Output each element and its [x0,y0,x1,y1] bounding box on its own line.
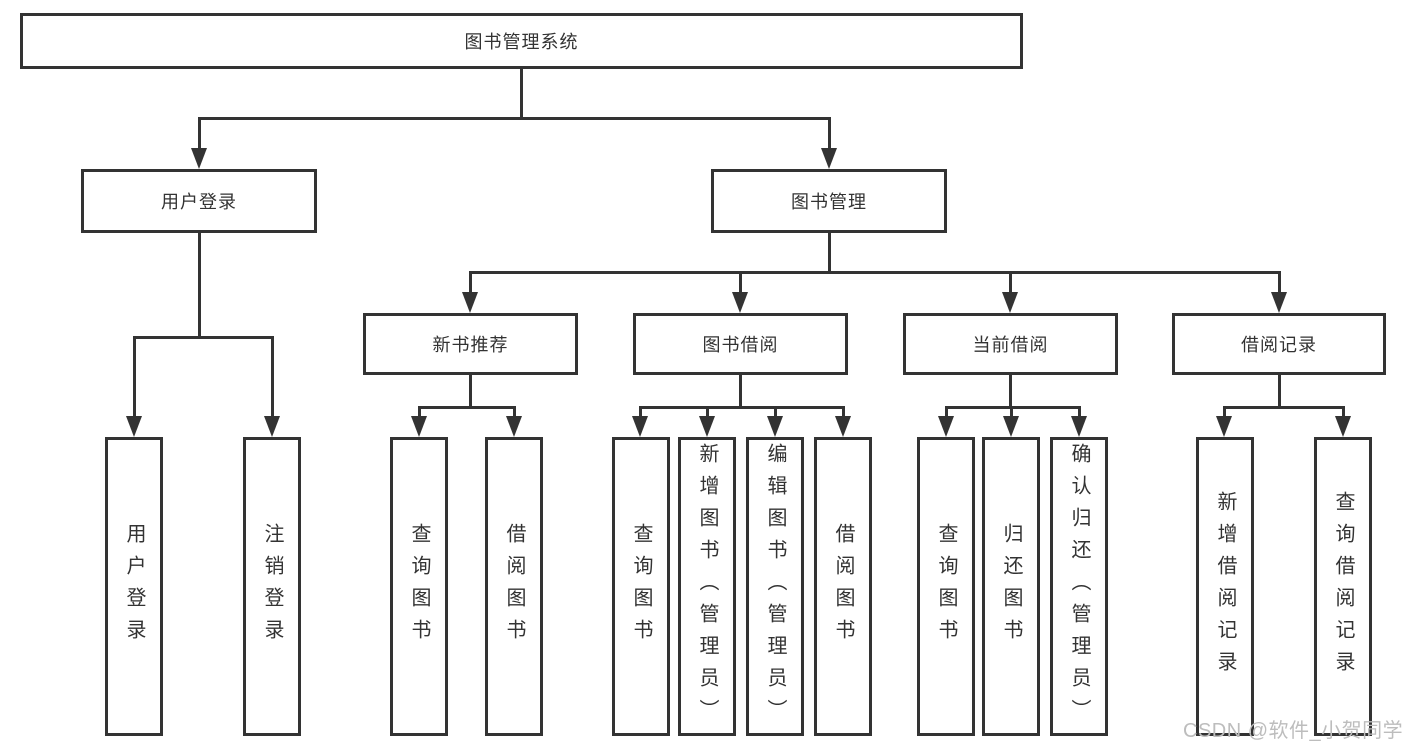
connector-line [739,271,742,292]
connector-line [1078,406,1081,416]
arrowhead-down-icon [126,416,142,437]
leaf-label: 查询图书 [408,522,430,651]
connector-line [198,117,201,148]
leaf-label: 查询图书 [630,522,652,651]
arrowhead-down-icon [264,416,280,437]
arrowhead-down-icon [632,416,648,437]
connector-line [639,406,642,416]
arrowhead-down-icon [1335,416,1351,437]
arrowhead-down-icon [1002,292,1018,313]
arrowhead-down-icon [767,416,783,437]
leaf-label: 用户登录 [123,522,145,651]
arrowhead-down-icon [411,416,427,437]
arrowhead-down-icon [1271,292,1287,313]
leaf-borrow-books-recommend: 借阅图书 [485,437,543,736]
leaf-user-login: 用户登录 [105,437,163,736]
arrowhead-down-icon [821,148,837,169]
connector-line [469,271,1281,274]
leaf-label: 借阅图书 [503,522,525,651]
leaf-add-books-admin: 新增图书（管理员） [678,437,736,736]
node-borrowing-records: 借阅记录 [1172,313,1386,375]
connector-line [639,406,845,409]
connector-line [198,233,201,336]
connector-line [198,117,831,120]
leaf-return-books: 归还图书 [982,437,1040,736]
connector-line [945,406,1081,409]
connector-line [1223,406,1345,409]
node-label: 借阅记录 [1241,335,1317,355]
connector-line [418,406,421,416]
leaf-label: 新增图书（管理员） [696,442,718,731]
leaf-label: 新增借阅记录 [1214,490,1236,683]
connector-line [271,336,274,416]
leaf-confirm-return-admin: 确认归还（管理员） [1050,437,1108,736]
node-label: 用户登录 [161,192,237,212]
arrowhead-down-icon [191,148,207,169]
connector-line [828,233,831,271]
connector-line [520,69,523,117]
connector-line [1223,406,1226,416]
leaf-label: 查询借阅记录 [1332,490,1354,683]
leaf-edit-books-admin: 编辑图书（管理员） [746,437,804,736]
connector-line [774,406,777,416]
node-label: 图书管理系统 [464,32,579,52]
connector-line [133,336,274,339]
connector-line [842,406,845,416]
leaf-query-borrow-record: 查询借阅记录 [1314,437,1372,736]
leaf-query-books-recommend: 查询图书 [390,437,448,736]
node-label: 当前借阅 [972,335,1049,355]
arrowhead-down-icon [462,292,478,313]
connector-line [1278,375,1281,406]
connector-line [1010,406,1013,416]
node-book-borrowing: 图书借阅 [633,313,848,375]
leaf-logout: 注销登录 [243,437,301,736]
leaf-query-books-current: 查询图书 [917,437,975,736]
leaf-add-borrow-record: 新增借阅记录 [1196,437,1254,736]
leaf-label: 查询图书 [935,522,957,651]
arrowhead-down-icon [1071,416,1087,437]
connector-line [739,375,742,406]
leaf-label: 编辑图书（管理员） [764,442,786,731]
connector-line [1009,271,1012,292]
node-root-library-system: 图书管理系统 [20,13,1023,69]
node-label: 图书管理 [791,192,867,212]
leaf-label: 注销登录 [261,522,283,651]
leaf-label: 借阅图书 [832,522,854,651]
arrowhead-down-icon [732,292,748,313]
connector-line [706,406,709,416]
leaf-borrow-books: 借阅图书 [814,437,872,736]
arrowhead-down-icon [1216,416,1232,437]
node-book-management: 图书管理 [711,169,947,233]
arrowhead-down-icon [699,416,715,437]
leaf-query-books-borrowing: 查询图书 [612,437,670,736]
arrowhead-down-icon [1003,416,1019,437]
connector-line [945,406,948,416]
arrowhead-down-icon [506,416,522,437]
connector-line [469,271,472,292]
connector-line [418,406,516,409]
connector-line [1278,271,1281,292]
connector-line [133,336,136,416]
connector-line [469,375,472,406]
arrowhead-down-icon [938,416,954,437]
connector-line [1009,375,1012,406]
leaf-label: 确认归还（管理员） [1068,442,1090,731]
leaf-label: 归还图书 [1000,522,1022,651]
arrowhead-down-icon [835,416,851,437]
connector-line [1342,406,1345,416]
connector-line [513,406,516,416]
node-label: 图书借阅 [702,335,779,355]
node-current-borrowing: 当前借阅 [903,313,1118,375]
csdn-watermark: CSDN @软件_小贺同学 [1183,720,1404,742]
node-new-book-recommend: 新书推荐 [363,313,578,375]
node-label: 新书推荐 [432,335,509,355]
connector-line [828,117,831,148]
node-user-login: 用户登录 [81,169,317,233]
